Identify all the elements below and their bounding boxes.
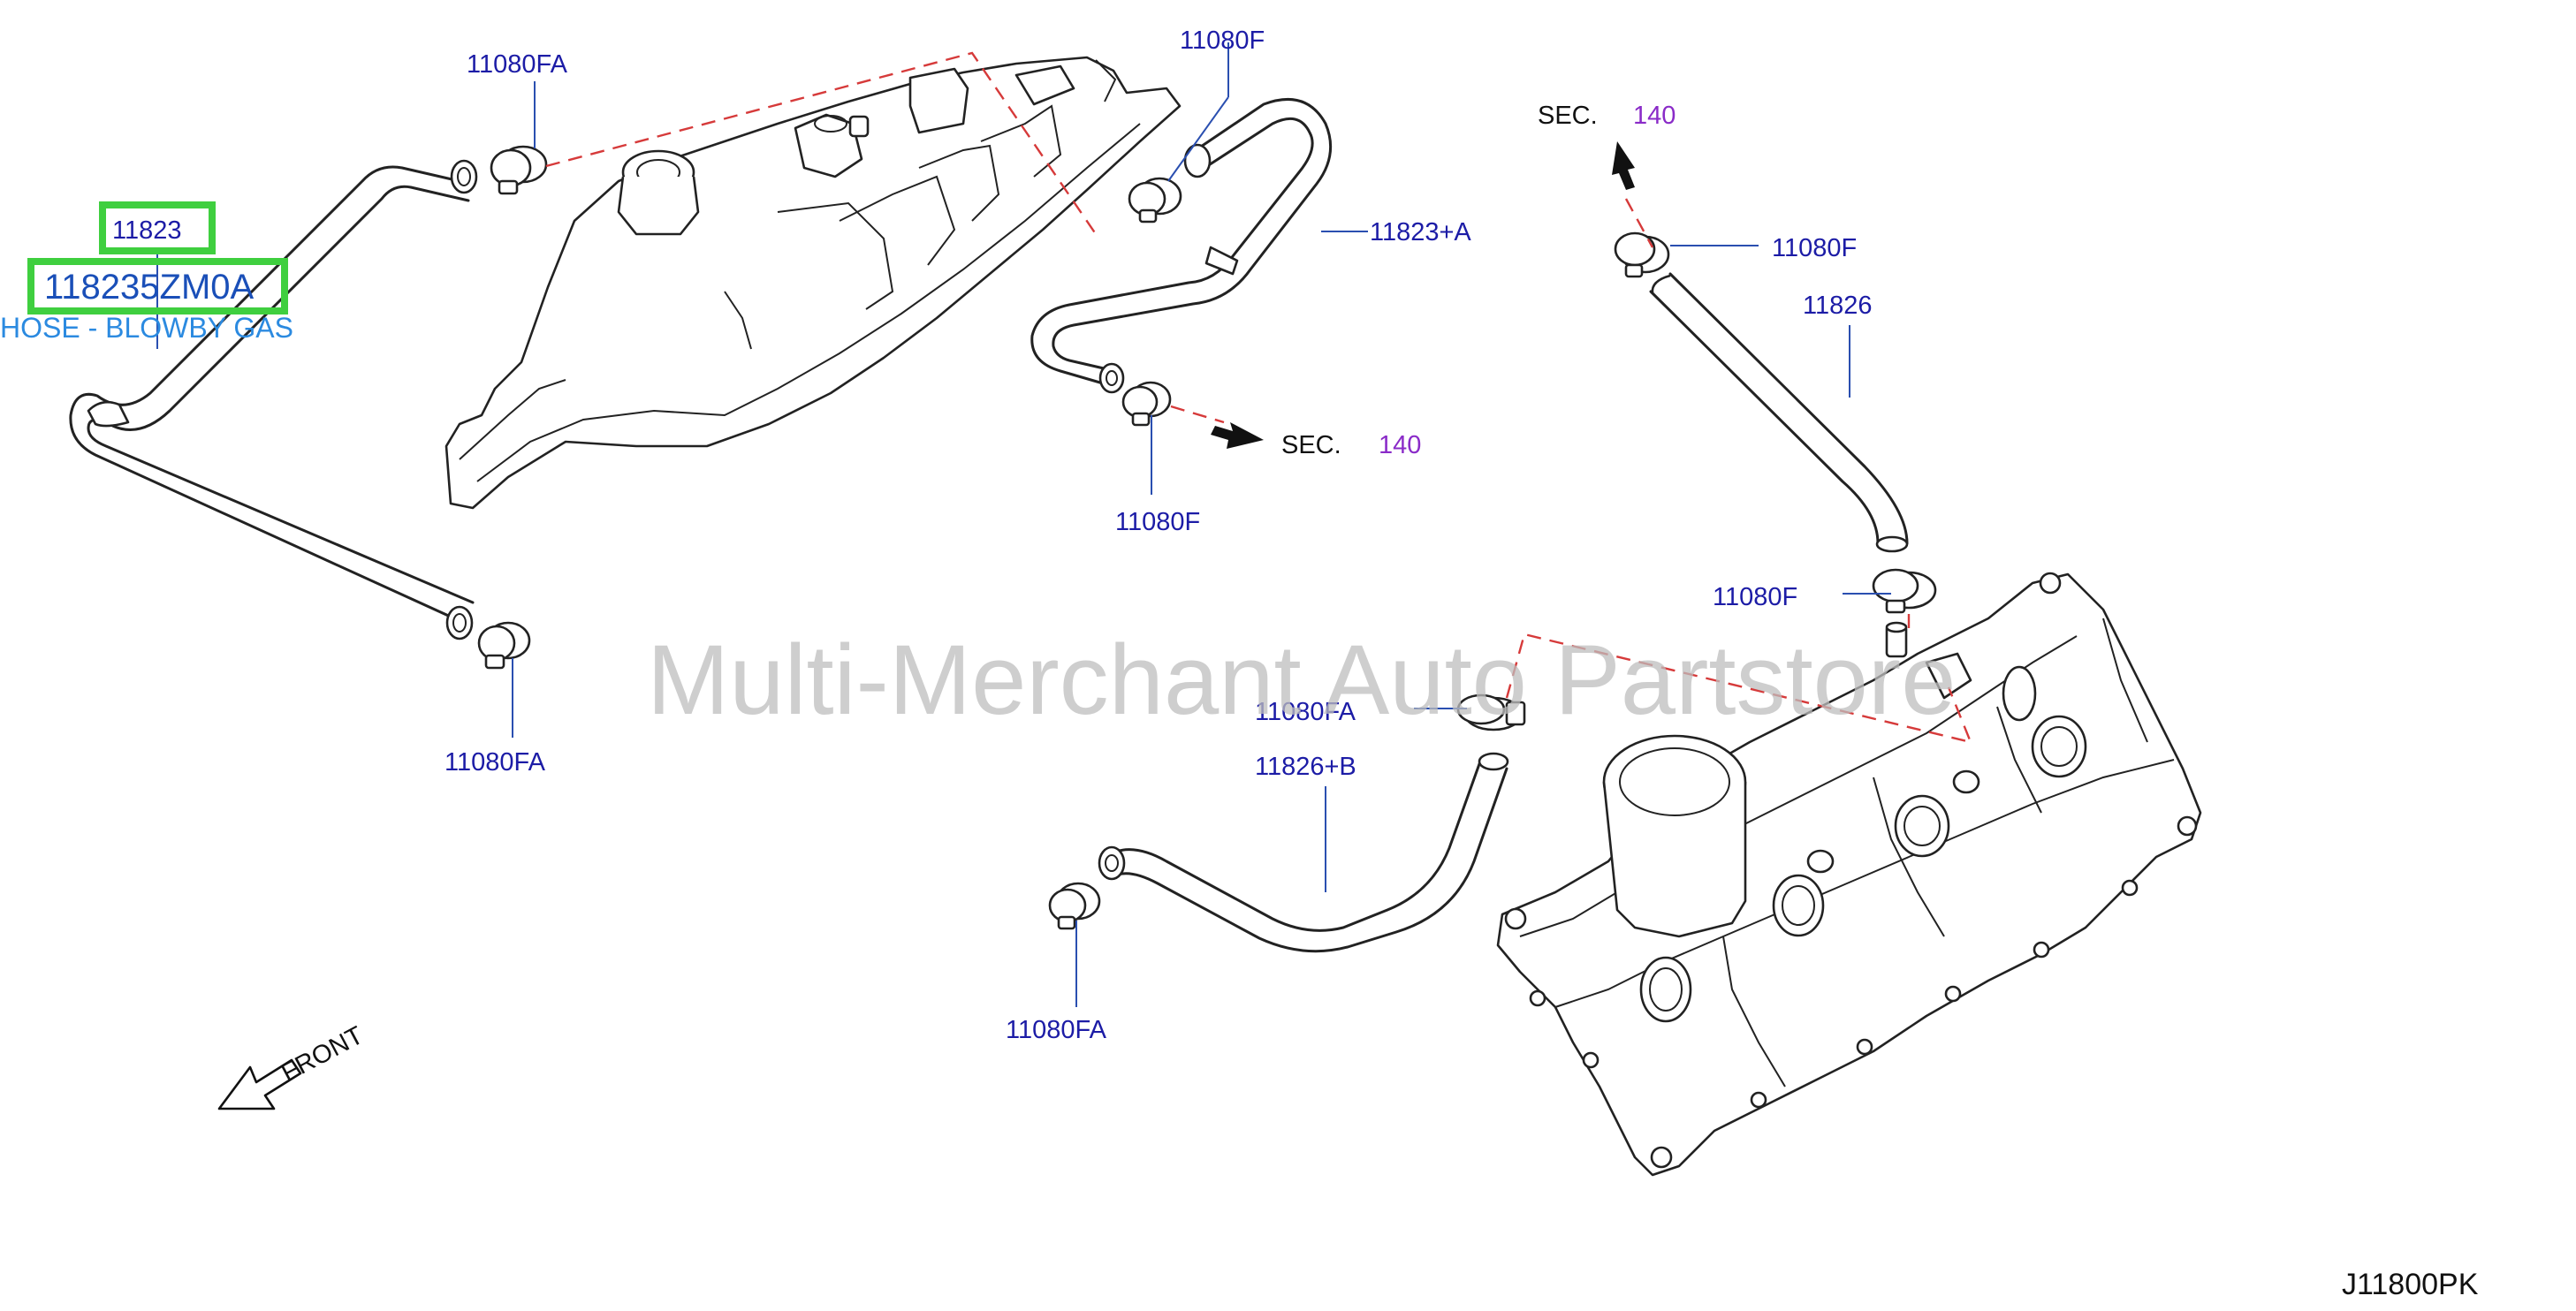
label-sec-mid: SEC. (1281, 431, 1341, 459)
highlight-118235zm0a (27, 258, 288, 314)
clamp-11080fa-center (1456, 693, 1526, 731)
front-arrow-icon (217, 1058, 302, 1110)
label-11080f-right[interactable]: 11080F (1772, 234, 1857, 262)
clamp-11080f-mid (1121, 381, 1172, 427)
label-front: FRONT (277, 1021, 368, 1087)
label-sec-top-number[interactable]: 140 (1633, 102, 1676, 130)
clamp-11080f-top (1128, 177, 1182, 224)
watermark: Multi-Merchant Auto Partstore (647, 625, 1956, 735)
intake-cover-drawing (445, 56, 1182, 510)
label-11080fa-bottom[interactable]: 11080FA (1006, 1016, 1107, 1044)
label-sec-mid-number[interactable]: 140 (1379, 431, 1421, 459)
label-11080fa-top[interactable]: 11080FA (467, 50, 568, 79)
label-11080f-mid[interactable]: 11080F (1115, 508, 1200, 536)
label-11080f-cover[interactable]: 11080F (1713, 583, 1797, 611)
label-hose-description: HOSE - BLOWBY GAS (0, 312, 293, 344)
highlight-11823 (99, 201, 216, 254)
label-sec-top: SEC. (1538, 102, 1598, 130)
hose-11823a (1030, 97, 1333, 394)
label-118235zm0a[interactable]: 118235ZM0A (44, 268, 255, 307)
label-leader-lines (156, 42, 1891, 1007)
label-11823a[interactable]: 11823+A (1370, 218, 1471, 246)
label-11080fa-center[interactable]: 11080FA (1255, 698, 1356, 726)
clamp-11080fa-left (477, 621, 531, 670)
label-11826[interactable]: 11826 (1803, 292, 1873, 320)
clamp-11080f-right (1614, 231, 1670, 278)
clamp-11080fa-top (490, 145, 548, 195)
label-11080fa-left[interactable]: 11080FA (445, 748, 546, 777)
diagram-code: J11800PK (2342, 1268, 2479, 1301)
sec-arrow-icon (1211, 141, 1635, 449)
hose-11823 (69, 159, 478, 640)
label-11826b[interactable]: 11826+B (1255, 753, 1356, 781)
label-11080f-top[interactable]: 11080F (1180, 27, 1265, 55)
valve-cover-drawing (1496, 572, 2202, 1177)
dashed-leader-lines (545, 51, 1972, 744)
clamp-11080f-cover (1872, 568, 1937, 614)
hose-11826 (1649, 272, 1909, 553)
hose-11826b (1098, 752, 1509, 953)
label-11823[interactable]: 11823 (112, 216, 182, 245)
clamp-11080fa-bottom (1048, 882, 1101, 930)
